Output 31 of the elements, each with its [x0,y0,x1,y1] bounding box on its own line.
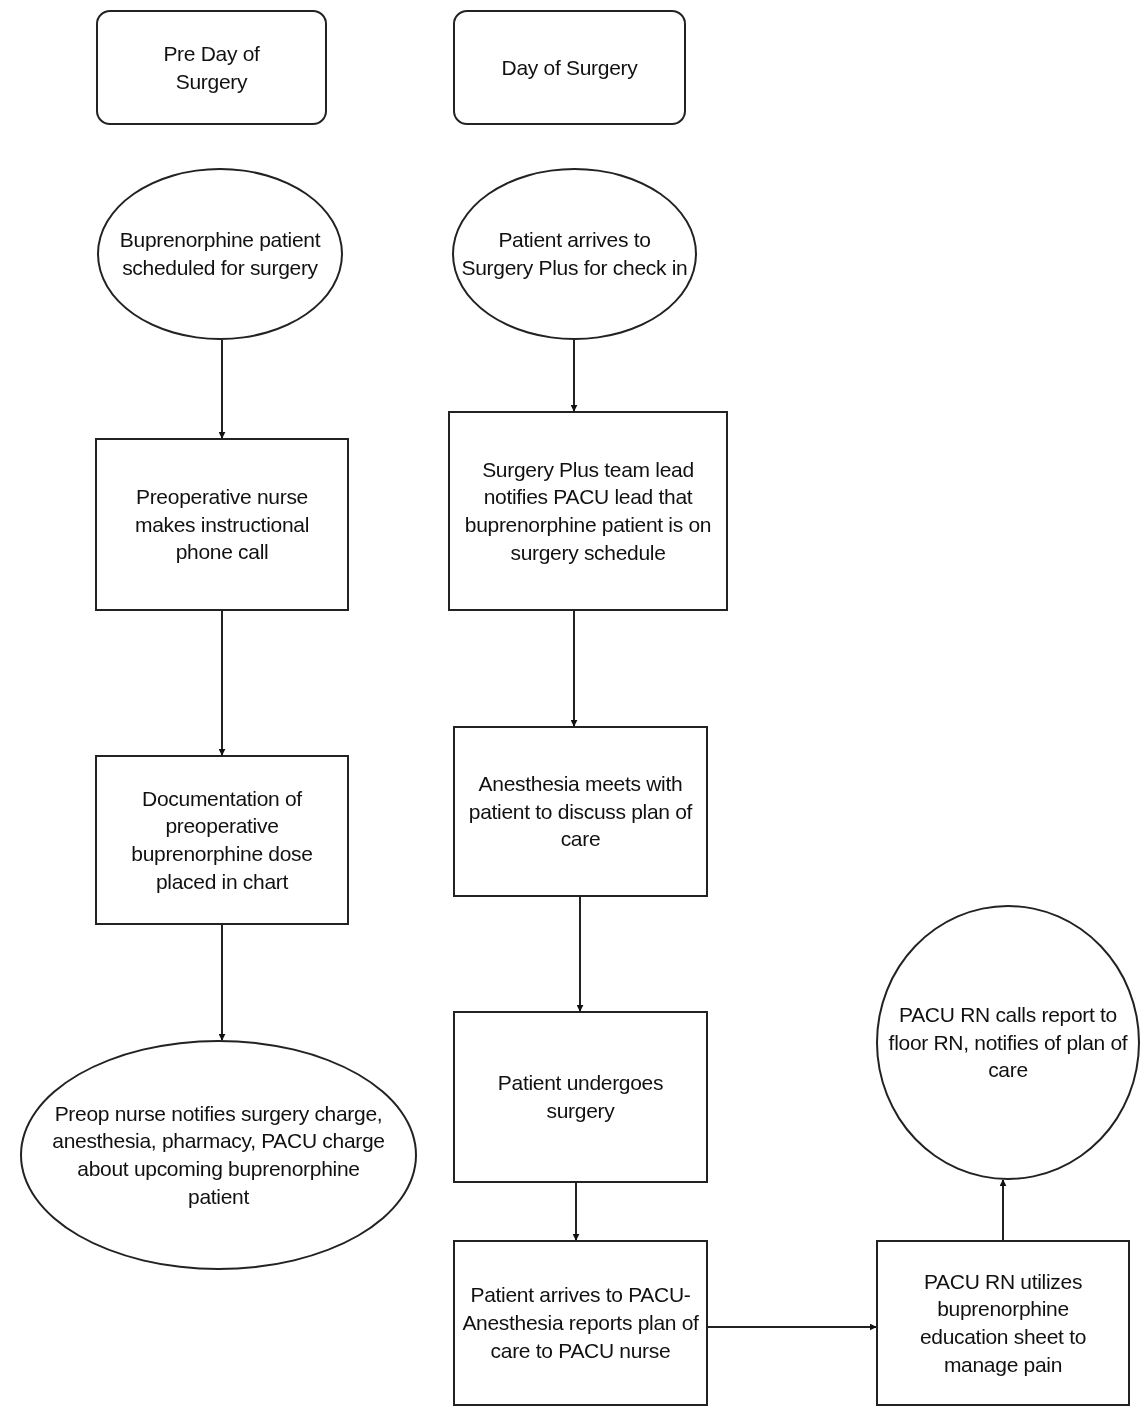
arrow [570,339,578,412]
step-text: Anesthesia meets with patient to discuss plan of care [467,770,694,853]
step-text: Patient arrives to PACU-Anesthesia reports plan of care to PACU nurse [461,1282,700,1364]
step-text: Patient arrives to Surgery Plus for check in [460,227,689,281]
process-box [448,411,728,611]
step-text: Day of Surgery [501,54,638,81]
process-box [95,438,349,611]
phase-header-box [453,10,686,125]
phase-header-box [96,10,327,125]
process-box [453,726,708,897]
arrow [576,896,584,1012]
arrow [218,610,226,756]
process-box [453,1240,708,1406]
step-text: Preop nurse notifies surgery charge, anesthesia, pharmacy, PACU charge about upcoming buprenorphine patient [51,1100,386,1210]
arrow [999,1178,1007,1241]
process-box [453,1011,708,1183]
step-text: Buprenorphine patient scheduled for surgery [118,227,322,281]
arrow [218,924,226,1041]
step-text: PACU RN utilizes buprenorphine education sheet to manage pain [918,1268,1088,1378]
process-box [95,755,349,925]
process-box [876,1240,1130,1406]
step-text: Documentation of preoperative buprenorphine dose placed in chart [130,785,314,895]
arrow [218,339,226,439]
arrow [572,1182,580,1241]
arrow [707,1323,877,1331]
step-text: Pre Day of Surgery [162,40,261,95]
arrow [570,610,578,727]
step-text: PACU RN calls report to floor RN, notifies of plan of care [887,1001,1129,1084]
step-text: Patient undergoes surgery [496,1070,665,1124]
step-text: Preoperative nurse makes instructional phone call [133,483,310,566]
step-text: Surgery Plus team lead notifies PACU lead that buprenorphine patient is on surgery schedule [463,456,713,566]
